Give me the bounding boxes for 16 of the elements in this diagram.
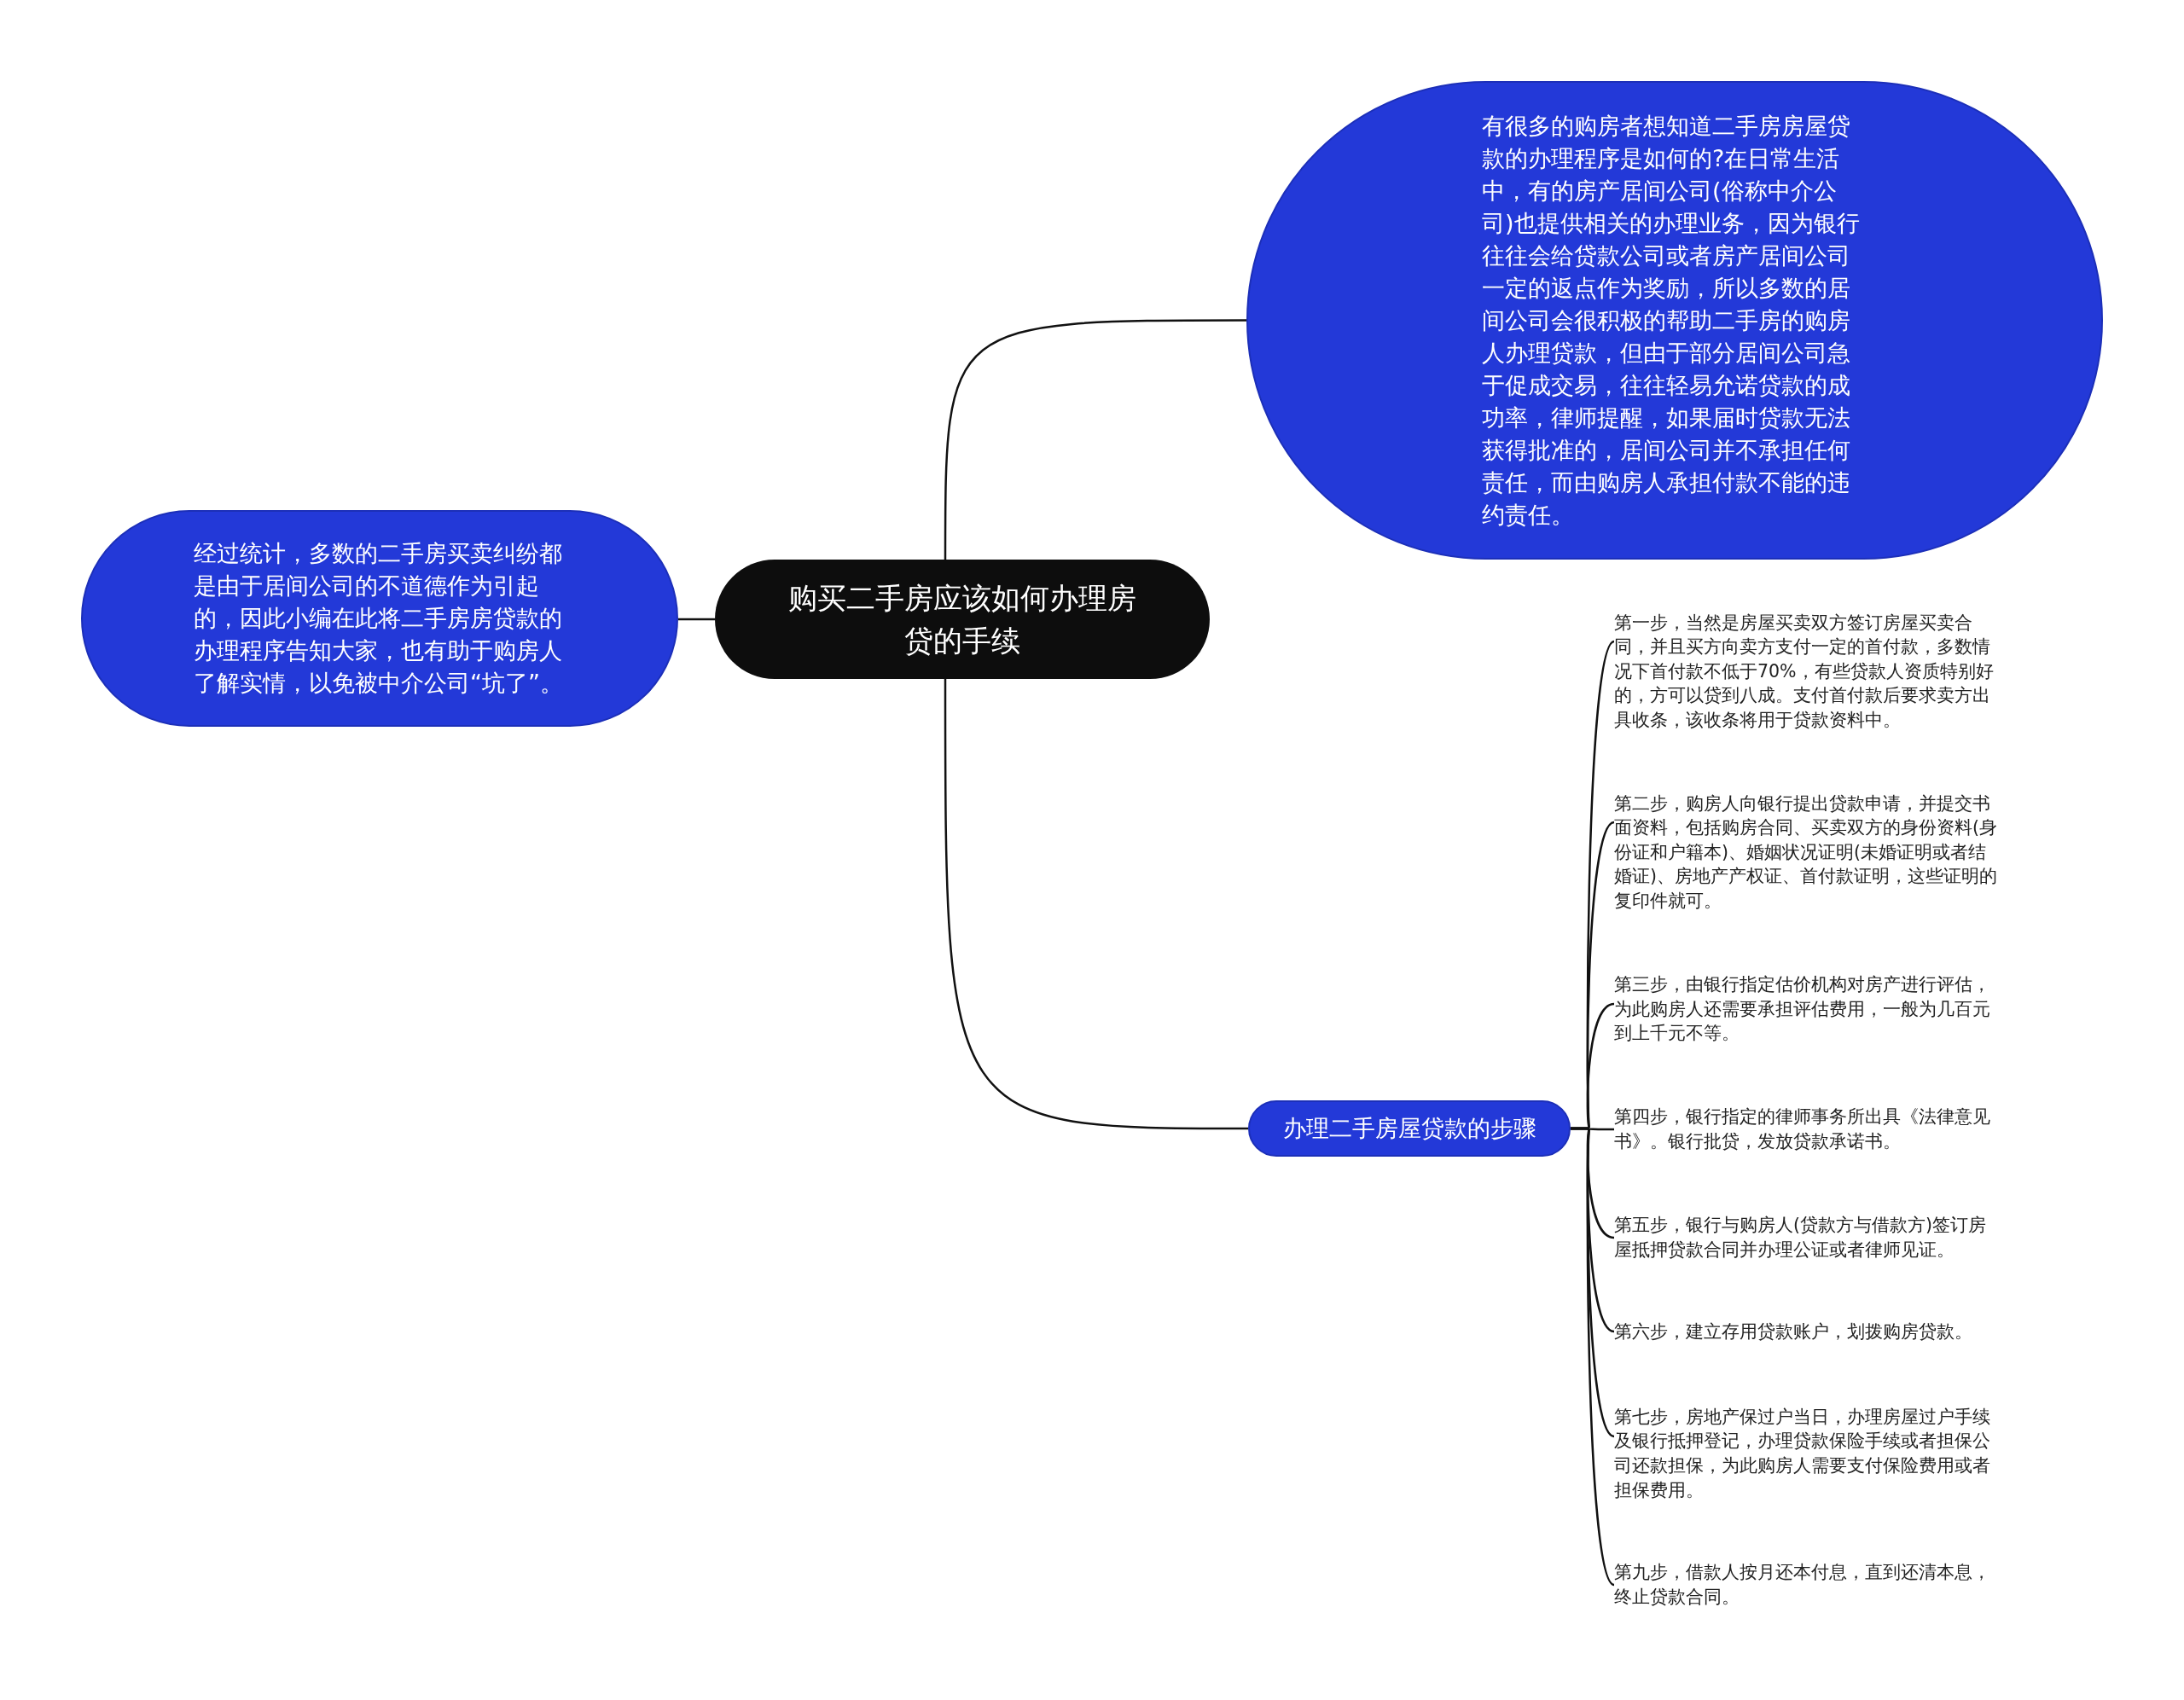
step-text: 第九步，借款人按月还本付息，直到还清本息，终止贷款合同。 [1614, 1561, 1991, 1609]
connector-line [1571, 1127, 1615, 1586]
connector-line [678, 618, 715, 621]
step-text: 第六步，建立存用贷款账户，划拨购房贷款。 [1614, 1320, 1973, 1343]
step-text: 第五步，银行与购房人(贷款方与借款方)签订房屋抵押贷款合同并办理公证或者律师见证。 [1614, 1214, 1987, 1262]
branch-node: 办理二手房屋贷款的步骤 [1248, 1100, 1571, 1157]
intro-bubble: 有很多的购房者想知道二手房房屋贷款的办理程序是如何的?在日常生活中，有的房产居间公司(俗称中介公司)也提供相关的办理业务，因为银行往往会给贷款公司或者房产居间公司一定的返点作为奖励，所以多数的居间公司会很积极的帮助二手房的购房人办理贷款，但由于部分居间公司急于促成交易，往往轻易允诺贷款的成功率，律师提醒，如果届时贷款无法获得批准的，居间公司并不承担任何责任，而由购房人承担付款不能的违约责任。 [1246, 81, 2103, 560]
step-text: 第二步，购房人向银行提出贷款申请，并提交书面资料，包括购房合同、买卖双方的身份资料(身份证和户籍本)、婚姻状况证明(未婚证明或者结婚证)、房地产产权证、首付款证明，这些证明的复印件就可。 [1614, 792, 1998, 913]
connector-line [944, 319, 1246, 560]
connector-line [944, 679, 1248, 1130]
step-text: 第三步，由银行指定估价机构对房产进行评估，为此购房人还需要承担评估费用，一般为几百元到上千元不等。 [1614, 973, 1991, 1046]
topic-node: 购买二手房应该如何办理房贷的手续 [715, 560, 1210, 679]
step-text: 第四步，银行指定的律师事务所出具《法律意见书》。银行批贷，发放贷款承诺书。 [1614, 1105, 1991, 1153]
step-text: 第一步，当然是房屋买卖双方签订房屋买卖合同，并且买方向卖方支付一定的首付款，多数情况下首付款不低于70%，有些贷款人资质特别好的，方可以贷到八成。支付首付款后要求卖方出具收条，该收条将用于贷款资料中。 [1614, 611, 1995, 732]
step-text: 第七步，房地产保过户当日，办理房屋过户手续及银行抵押登记，办理贷款保险手续或者担保公司还款担保，为此购房人需要支付保险费用或者担保费用。 [1614, 1405, 1991, 1502]
summary-bubble: 经过统计，多数的二手房买卖纠纷都是由于居间公司的不道德作为引起的，因此小编在此将二手房房贷款的办理程序告知大家，也有助于购房人了解实情，以免被中介公司“坑了”。 [81, 510, 678, 727]
